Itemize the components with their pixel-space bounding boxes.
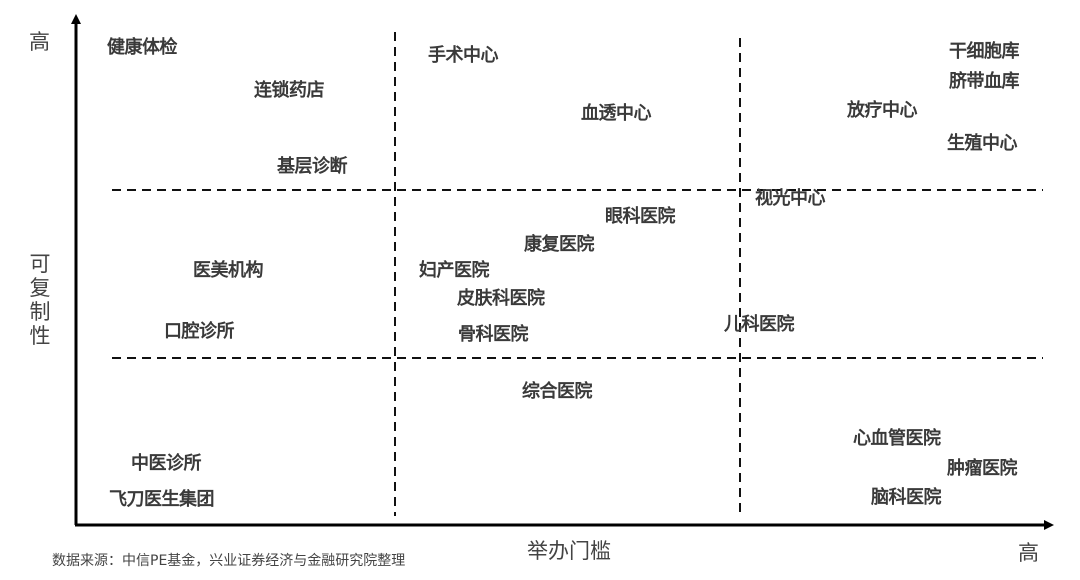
y-axis-title: 可 复 制 性 xyxy=(26,252,54,348)
category-label: 放疗中心 xyxy=(847,100,918,121)
category-label: 健康体检 xyxy=(107,37,178,58)
category-label: 手术中心 xyxy=(428,45,499,66)
category-label: 皮肤科医院 xyxy=(457,288,545,309)
category-label: 医美机构 xyxy=(193,260,264,281)
category-label: 心血管医院 xyxy=(853,428,941,449)
category-label: 干细胞库 xyxy=(949,41,1020,62)
category-label: 血透中心 xyxy=(581,103,652,124)
y-axis-title-char: 复 xyxy=(29,276,51,300)
y-axis-title-char: 可 xyxy=(29,252,51,276)
category-label: 肿瘤医院 xyxy=(947,458,1018,479)
category-label: 儿科医院 xyxy=(724,314,795,335)
category-label: 中医诊所 xyxy=(131,453,202,474)
category-label: 康复医院 xyxy=(524,234,595,255)
category-label: 口腔诊所 xyxy=(164,321,235,342)
category-label: 眼科医院 xyxy=(605,206,676,227)
category-label: 脑科医院 xyxy=(871,487,942,508)
y-axis-title-char: 制 xyxy=(29,300,51,324)
y-axis-high-label: 高 xyxy=(29,30,50,54)
category-label: 妇产医院 xyxy=(419,260,490,281)
category-label: 综合医院 xyxy=(522,381,593,402)
category-label: 基层诊断 xyxy=(277,156,348,177)
x-axis-title: 举办门槛 xyxy=(527,539,611,563)
category-label: 连锁药店 xyxy=(254,80,325,101)
x-axis-high-label: 高 xyxy=(1018,541,1039,565)
category-label: 飞刀医生集团 xyxy=(109,489,215,510)
y-axis-title-char: 性 xyxy=(29,324,51,348)
category-label: 视光中心 xyxy=(755,188,826,209)
data-source-note: 数据来源：中信PE基金，兴业证券经济与金融研究院整理 xyxy=(52,553,406,569)
category-label: 生殖中心 xyxy=(947,133,1018,154)
category-label: 脐带血库 xyxy=(949,71,1020,92)
category-label: 骨科医院 xyxy=(458,324,529,345)
